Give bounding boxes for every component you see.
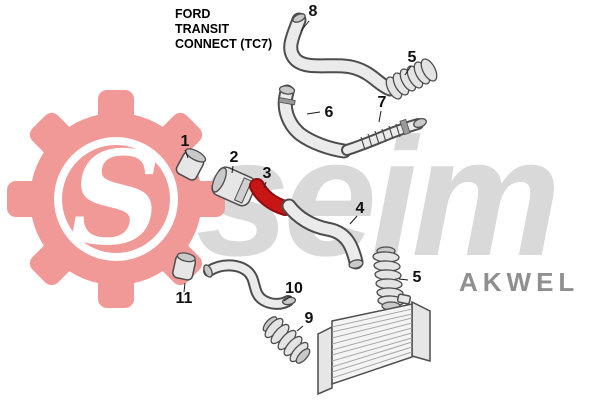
leader-line	[263, 181, 267, 189]
callout-3: 3	[263, 165, 272, 182]
leader-line	[398, 278, 409, 281]
leader-line	[183, 282, 186, 293]
logo-s-glyph: S	[70, 124, 162, 274]
part-fitting-1	[175, 148, 207, 181]
seim-gear-logo: S	[7, 90, 225, 308]
leader-line	[296, 325, 304, 332]
callout-5-top: 5	[408, 49, 417, 66]
leader-line	[184, 149, 189, 159]
leader-line	[283, 295, 292, 302]
part-hose-8	[283, 12, 398, 97]
callout-6: 6	[325, 104, 334, 121]
vehicle-title: FORD TRANSIT CONNECT (TC7)	[175, 7, 272, 51]
part-corrugated-hose-5-top	[385, 58, 438, 100]
callout-8: 8	[309, 3, 318, 20]
part-corrugated-hose-7	[341, 117, 427, 156]
callout-7: 7	[378, 94, 387, 111]
part-fitting-11	[172, 252, 197, 281]
vehicle-title-line3: CONNECT (TC7)	[175, 37, 272, 51]
vehicle-title-line2: TRANSIT	[175, 22, 230, 36]
part-fitting-2	[211, 166, 257, 207]
callout-2: 2	[230, 149, 239, 166]
part-tube-10	[203, 259, 297, 310]
akwel-logo: AKWEL	[459, 267, 579, 297]
part-corrugated-hose-9	[262, 316, 311, 364]
part-hose-4	[281, 198, 364, 270]
leader-line	[300, 20, 310, 32]
part-intercooler	[317, 293, 431, 396]
vehicle-title-line1: FORD	[175, 7, 210, 21]
callout-1: 1	[181, 133, 190, 150]
callout-10: 10	[285, 280, 303, 297]
leader-line	[349, 215, 358, 225]
leader-line	[378, 110, 382, 123]
leader-line	[404, 65, 412, 76]
part-hose-6	[277, 84, 352, 159]
leader-line	[231, 165, 234, 174]
callout-11: 11	[176, 290, 193, 307]
callout-9: 9	[305, 310, 314, 327]
callout-5-mid: 5	[413, 269, 422, 286]
callout-4: 4	[356, 200, 365, 217]
leader-line	[306, 111, 321, 115]
callouts: 8 5 6 7 1 2 3 4 5 10 11 9	[176, 3, 422, 332]
